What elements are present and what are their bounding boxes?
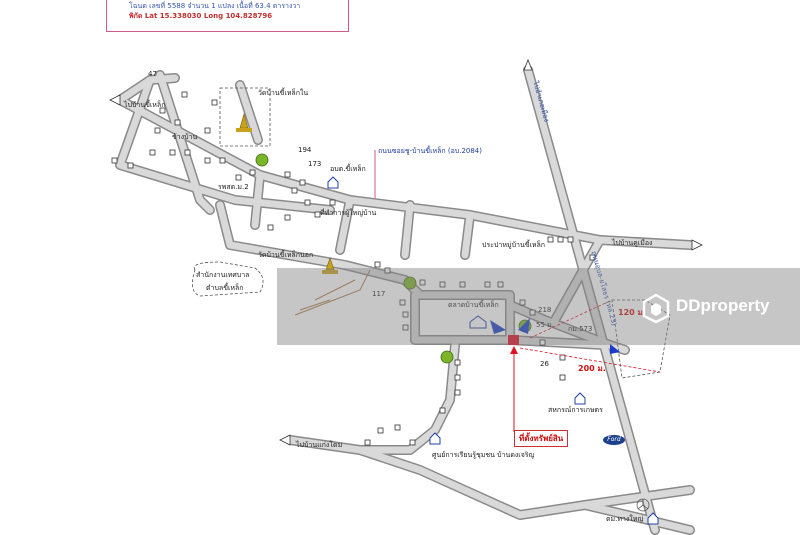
label-temple-top: วัดบ้านขี้เหล็กใน (258, 89, 309, 97)
label-26: 26 (540, 360, 549, 368)
label-chaokhun: ประปาหมู่บ้านขี้เหล็ก (482, 241, 546, 249)
label-road: ถนนซอยชู-บ้านขี้เหล็ก (อบ.2084) (378, 147, 482, 155)
label-village-office: ที่ทำการผู้ใหญ่บ้าน (320, 209, 377, 217)
label-coop: สหกรณ์การเกษตร (548, 406, 603, 414)
terrain-lines (294, 269, 371, 316)
property-marker (508, 335, 519, 345)
road-network (115, 65, 695, 535)
title-card: โฉนด เลขที่ 5588 จำนวน 1 แปลง เนื้อที่ 6… (106, 0, 349, 32)
building-icons (327, 176, 659, 525)
label-117: 117 (372, 290, 386, 298)
watermark-band (277, 268, 800, 345)
label-194: 194 (298, 146, 312, 154)
label-village-school: รพสต.ม.2 (218, 183, 249, 191)
property-label: ที่ตั้งทรัพย์สิน (514, 430, 569, 447)
label-218: 218 (538, 306, 552, 314)
label-community: ข้างบ้าน (172, 133, 198, 141)
north-arrow-icon (523, 58, 533, 71)
label-to-left: ไปบ้านขี้เหล็ก (124, 101, 166, 109)
ddproperty-logo-icon (642, 293, 670, 324)
label-market: ตลาดบ้านขี้เหล็ก (448, 301, 499, 309)
label-to-left2: ไปบ้านแก่งโดม (296, 441, 343, 449)
distance-line (529, 299, 613, 339)
label-center: ศูนย์การเรียนรู้ชุมชน บ้านดงเจริญ (432, 451, 535, 459)
distance-line-2 (519, 347, 661, 373)
ford-logo: Ford (603, 435, 625, 445)
label-173: 173 (308, 160, 322, 168)
label-dist-200: 200 ม. (578, 364, 606, 373)
house-markers (111, 91, 596, 446)
coordinates: พิกัด Lat 15.338030 Long 104.828796 (129, 12, 273, 20)
temple-icons (236, 112, 338, 274)
label-to-right: ไปบ้านคูเมือง (612, 239, 653, 247)
label-dist-120: 120 ม. (618, 308, 646, 317)
label-47: 47 (148, 70, 157, 78)
label-municipal: สำนักงานเทศบาล (196, 271, 250, 279)
label-dist-55: 55 ม. (536, 321, 554, 329)
label-district: ตำบลขี้เหล็ก (206, 284, 244, 292)
label-local-admin: อบต.ขี้เหล็ก (330, 165, 366, 173)
label-police: ตม.ทางใหญ่ (606, 515, 644, 523)
road-direction-arrows (109, 94, 703, 446)
direction-arrows (490, 318, 620, 354)
deed-info: โฉนด เลขที่ 5588 จำนวน 1 แปลง เนื้อที่ 6… (129, 2, 301, 10)
label-km-sign: กม.573 (568, 325, 593, 333)
watermark-text: DDproperty (676, 296, 770, 315)
label-temple-mid: วัดบ้านขี้เหล็กนอก (258, 251, 314, 259)
mercedes-icon (636, 498, 650, 512)
property-arrow (510, 346, 518, 354)
